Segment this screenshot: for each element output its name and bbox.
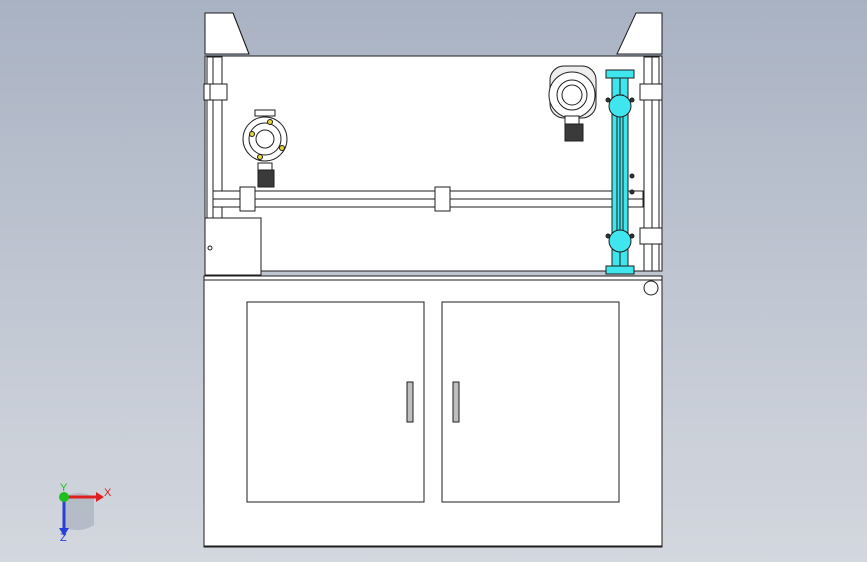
y-axis-marker xyxy=(59,492,69,502)
door-right-handle[interactable] xyxy=(452,381,460,423)
valve-right-bore xyxy=(561,84,583,106)
pipe-top-cap xyxy=(605,69,635,79)
x-axis-label: X xyxy=(104,487,112,499)
valve-right-actuator xyxy=(564,123,584,142)
pipe-bolt xyxy=(605,233,611,239)
triad-shadow xyxy=(64,492,94,531)
bolt-marker xyxy=(249,131,255,137)
box-screw xyxy=(207,245,213,251)
bar-clamp-middle xyxy=(434,186,451,212)
z-axis-arrow xyxy=(59,528,69,536)
bolt-marker xyxy=(279,145,285,151)
bar-clamp-left xyxy=(239,186,256,212)
pipe-upper-flange xyxy=(608,94,632,118)
valve-right xyxy=(548,65,597,142)
right-post-bracket-lower xyxy=(639,227,663,245)
valve-left-actuator xyxy=(257,169,275,188)
bolt-marker xyxy=(267,119,273,125)
electrical-box xyxy=(204,217,262,276)
bolt-marker xyxy=(257,154,263,160)
right-post-bracket-upper xyxy=(639,83,663,101)
door-left[interactable] xyxy=(246,301,425,503)
valve-right-stem xyxy=(564,115,580,125)
axis-triad: X Y Z xyxy=(59,482,112,544)
left-top-ear xyxy=(204,12,250,55)
left-post-bracket xyxy=(203,83,228,101)
pipe-lower-flange xyxy=(608,229,632,253)
pipe-bolt xyxy=(629,173,635,179)
door-left-handle[interactable] xyxy=(406,381,414,423)
door-right[interactable] xyxy=(441,301,620,503)
pipe-bolt xyxy=(629,189,635,195)
pipe-bottom-cap xyxy=(605,265,635,275)
right-top-ear xyxy=(616,12,663,55)
x-axis-arrow xyxy=(96,492,104,502)
left-ear-chamfer xyxy=(232,12,250,55)
flow-meter-pipe xyxy=(605,69,635,275)
valve-left-top-lug xyxy=(254,109,276,117)
valve-left-stem xyxy=(257,162,273,171)
valve-left-bore xyxy=(255,129,275,149)
cabinet-knob xyxy=(643,280,659,296)
z-axis-label: Z xyxy=(60,532,67,544)
y-axis-label: Y xyxy=(60,482,68,494)
pipe-bolt xyxy=(605,97,611,103)
pipe-bolt xyxy=(629,233,635,239)
valve-left xyxy=(242,109,288,188)
pipe-bolt xyxy=(629,97,635,103)
